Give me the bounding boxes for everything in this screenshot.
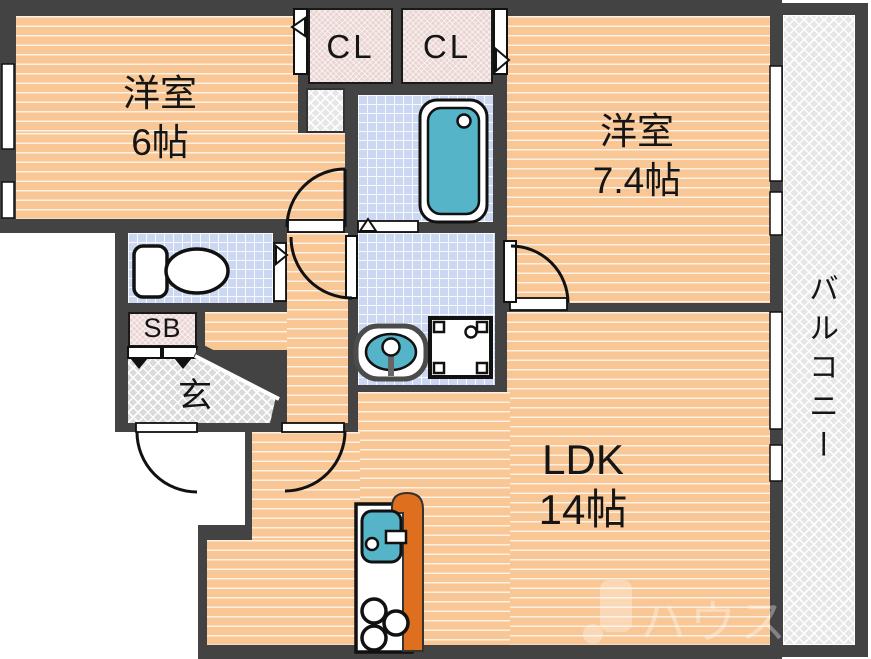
door-leaf xyxy=(503,240,517,303)
room-name: 洋室 xyxy=(123,73,197,114)
bathtub-icon xyxy=(418,98,489,224)
door-opening xyxy=(281,422,345,433)
room-ldk xyxy=(207,540,360,645)
window xyxy=(769,444,783,482)
window xyxy=(769,65,783,182)
hallway-pocket xyxy=(205,312,287,350)
closet-left xyxy=(308,8,393,84)
balcony-label: バルコニー xyxy=(804,272,837,468)
closet-right xyxy=(401,8,493,84)
door-arc xyxy=(289,236,353,300)
shoe-box-triangle-marker xyxy=(130,358,148,369)
opening-triangle-marker xyxy=(358,217,378,232)
shoe-box-triangle-marker xyxy=(174,358,192,369)
room-name: 洋室 xyxy=(600,111,674,152)
room-size: 14帖 xyxy=(538,486,628,534)
door-opening xyxy=(287,219,345,233)
room-label-ldk: LDK 14帖 xyxy=(483,435,683,536)
door-opening xyxy=(509,297,568,311)
shoe-box-door-leaf xyxy=(162,346,198,359)
window xyxy=(769,191,783,236)
shoe-box-label: SB xyxy=(143,313,182,343)
kitchen-counter xyxy=(354,491,424,654)
opening-triangle-marker xyxy=(290,16,306,38)
door-arc xyxy=(285,167,346,228)
door-leaf xyxy=(345,235,358,299)
window xyxy=(1,63,15,150)
room-size: 6帖 xyxy=(131,121,189,163)
kitchen-accent-bar xyxy=(391,491,424,652)
door-opening xyxy=(357,220,419,233)
toilet-icon xyxy=(132,244,230,299)
entrance-door-arc xyxy=(135,431,198,494)
diagonal-wall-highlight xyxy=(194,354,280,401)
room-western-74 xyxy=(507,16,770,303)
window xyxy=(769,311,783,430)
diagonal-wall xyxy=(193,343,285,400)
closet-label-left: CL xyxy=(326,28,375,65)
door-arc xyxy=(510,244,570,304)
window xyxy=(1,181,15,219)
room-label-western74: 洋室 7.4帖 xyxy=(537,108,737,206)
pipe-space xyxy=(306,88,345,133)
washbasin-icon xyxy=(353,323,429,382)
opening-triangle-marker xyxy=(275,243,289,267)
washing-machine-pan-icon xyxy=(428,316,493,379)
door-arc xyxy=(284,430,347,493)
closet-label-right: CL xyxy=(422,28,472,65)
entrance-label: 玄 xyxy=(178,377,212,415)
opening-triangle-marker xyxy=(495,46,511,74)
room-ldk xyxy=(507,312,770,645)
balcony-floor xyxy=(783,15,855,645)
room-name: LDK xyxy=(542,436,624,483)
door-opening xyxy=(135,422,198,433)
shoe-box-door-leaf xyxy=(127,346,162,359)
room-label-western6: 洋室 6帖 xyxy=(60,70,260,168)
kitchen-sink-icon xyxy=(360,509,408,564)
room-size: 7.4帖 xyxy=(592,159,682,201)
gas-stove-icon xyxy=(360,597,410,652)
